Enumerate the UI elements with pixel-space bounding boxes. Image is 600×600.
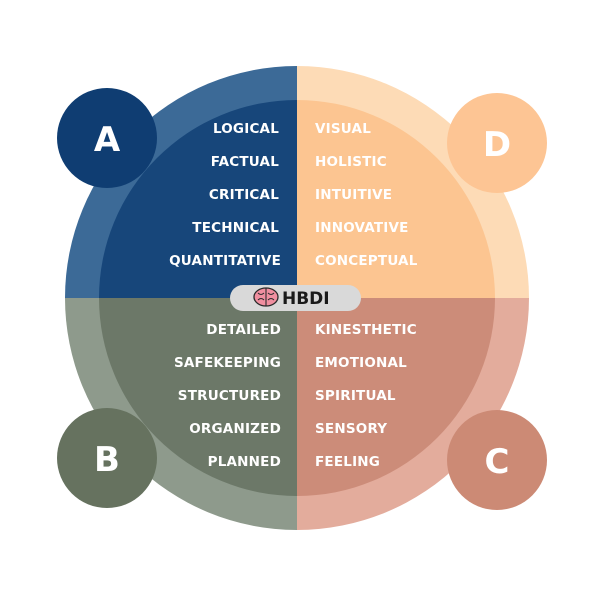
quadrant-a-item: LOGICAL — [213, 121, 279, 137]
quadrant-c-item: SENSORY — [315, 421, 387, 437]
quadrant-c-item: EMOTIONAL — [315, 355, 407, 371]
quadrant-b-item: ORGANIZED — [189, 421, 281, 437]
quadrant-b-inner — [99, 298, 297, 496]
quadrant-c-item: SPIRITUAL — [315, 388, 396, 404]
quadrant-a-item: FACTUAL — [211, 154, 279, 170]
quadrant-d-item: HOLISTIC — [315, 154, 387, 170]
quadrant-c-item: KINESTHETIC — [315, 322, 417, 338]
quadrant-d-item: CONCEPTUAL — [315, 253, 418, 269]
quadrant-d-item: VISUAL — [315, 121, 371, 137]
quadrant-a-item: QUANTITATIVE — [169, 253, 281, 269]
quadrant-b-item: STRUCTURED — [178, 388, 281, 404]
badge-c-letter: C — [485, 442, 510, 482]
center-pill: HBDI — [230, 285, 361, 311]
badge-c: C — [447, 410, 547, 510]
badge-a: A — [57, 88, 157, 188]
quadrant-b-item: SAFEKEEPING — [174, 355, 281, 371]
quadrant-d-item: INTUITIVE — [315, 187, 392, 203]
quadrant-c-inner — [297, 298, 495, 496]
badge-b-letter: B — [94, 440, 120, 480]
quadrant-d-inner — [297, 100, 495, 298]
center-label: HBDI — [282, 289, 330, 309]
quadrant-d-item: INNOVATIVE — [315, 220, 409, 236]
quadrant-c-item: FEELING — [315, 454, 380, 470]
quadrant-b-item: PLANNED — [208, 454, 281, 470]
quadrant-b-item: DETAILED — [206, 322, 281, 338]
quadrant-a-item: TECHNICAL — [192, 220, 279, 236]
badge-a-letter: A — [94, 120, 121, 160]
quadrant-a-item: CRITICAL — [209, 187, 279, 203]
quadrant-a-inner — [99, 100, 297, 298]
badge-b: B — [57, 408, 157, 508]
badge-d-letter: D — [483, 125, 511, 165]
badge-d: D — [447, 93, 547, 193]
brain-icon — [253, 287, 279, 307]
